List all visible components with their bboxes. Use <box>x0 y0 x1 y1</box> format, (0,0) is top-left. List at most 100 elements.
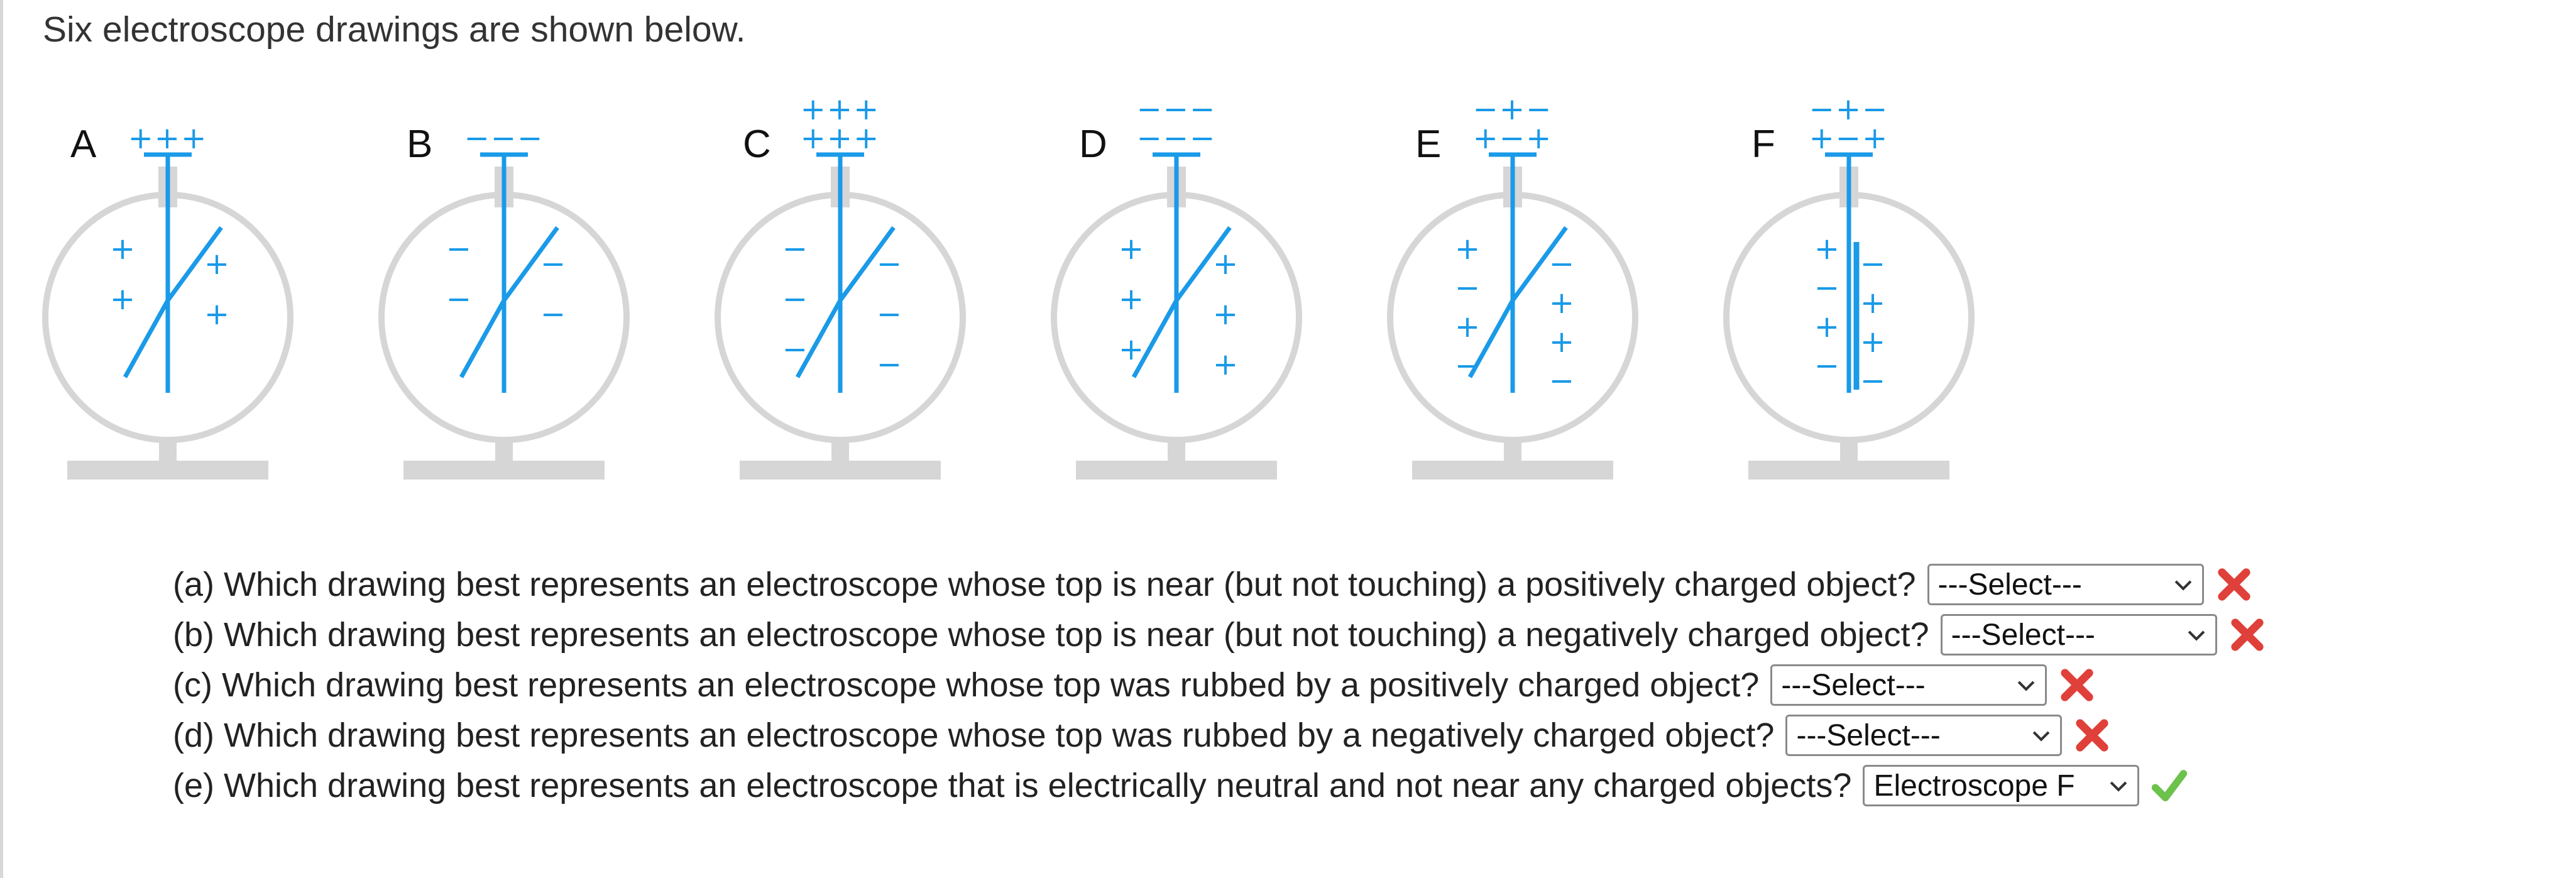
leaf-right <box>502 226 559 302</box>
intro-text: Six electroscope drawings are shown belo… <box>43 9 746 50</box>
answer-dropdown-d-wrap: ---Select--- <box>1785 715 2063 757</box>
leaf-left <box>1131 299 1179 378</box>
electroscope-stem <box>159 437 177 465</box>
question-text-b: (b) Which drawing best represents an ele… <box>173 616 1929 654</box>
leaf-charge: − <box>877 246 902 282</box>
leaf-charge: − <box>1860 363 1885 398</box>
electroscope-label: C <box>743 123 771 166</box>
leaf-charge: − <box>782 282 808 317</box>
answer-dropdown-d[interactable]: ---Select--- <box>1785 715 2063 757</box>
electroscope-c: C++++++−−−−−− <box>715 94 966 480</box>
top-charge-row: +++ <box>801 94 880 127</box>
electroscope-stem <box>831 437 849 465</box>
leaf-left <box>459 299 507 378</box>
leaf-right <box>1175 226 1232 302</box>
leaf-charge: − <box>540 246 566 282</box>
leaf-charge: − <box>540 297 566 332</box>
electroscope-e: E−+−+−++−+−−++− <box>1387 94 1638 480</box>
leaf-charge: + <box>110 231 135 266</box>
electroscope-stem <box>1840 437 1858 465</box>
question-list: (a) Which drawing best represents an ele… <box>173 559 2267 811</box>
question-row-d: (d) Which drawing best represents an ele… <box>173 710 2267 760</box>
leaf-charge: − <box>1455 348 1480 383</box>
top-charge-row: −−− <box>1137 121 1217 156</box>
leaf-charge: + <box>1860 324 1885 359</box>
question-text-c: (c) Which drawing best represents an ele… <box>173 666 1760 704</box>
answer-dropdown-e-wrap: Electroscope F <box>1863 765 2140 807</box>
leaf-charge: + <box>204 246 229 282</box>
top-charge-row: +−+ <box>1473 121 1553 156</box>
answer-dropdown-b[interactable]: ---Select--- <box>1940 614 2217 656</box>
electroscope-a: A+++++++ <box>42 121 293 480</box>
leaf-left <box>795 299 843 378</box>
leaf-charge: + <box>1860 285 1885 321</box>
x-mark-icon <box>2076 719 2109 752</box>
question-text-d: (d) Which drawing best represents an ele… <box>173 716 1775 754</box>
question-text-a: (a) Which drawing best represents an ele… <box>173 566 1916 603</box>
leaf-charge: − <box>1860 246 1885 282</box>
leaf-charge: − <box>782 231 808 266</box>
electroscope-stem <box>1168 437 1185 465</box>
leaf-charge: + <box>1549 285 1574 321</box>
electroscope-figure: A+++++++B−−−−−−−C++++++−−−−−−D−−−−−−++++… <box>42 94 1975 480</box>
leaf-charge: + <box>1119 231 1144 266</box>
leaf-charge: − <box>446 231 471 266</box>
leaf-right <box>1511 226 1568 302</box>
top-charge-row: +++ <box>128 121 208 156</box>
answer-dropdown-a-wrap: ---Select--- <box>1927 564 2204 606</box>
leaf-right <box>166 226 223 302</box>
top-charge-row: +−+ <box>1809 121 1889 156</box>
electroscope-b: B−−−−−−− <box>378 121 630 480</box>
electroscope-d: D−−−−−−++++++ <box>1051 94 1302 480</box>
x-mark-icon <box>2217 568 2250 601</box>
answer-dropdown-b-wrap: ---Select--- <box>1940 614 2217 656</box>
answer-dropdown-c-wrap: ---Select--- <box>1770 664 2047 706</box>
leaf-charge: + <box>1119 282 1144 317</box>
check-mark-icon <box>2152 770 2188 801</box>
leaf-charge: − <box>782 332 808 367</box>
question-row-c: (c) Which drawing best represents an ele… <box>173 660 2267 710</box>
question-row-e: (e) Which drawing best represents an ele… <box>173 760 2267 811</box>
electroscope-stem <box>1504 437 1521 465</box>
electroscope-base <box>67 461 268 480</box>
electroscope-label: F <box>1751 123 1775 166</box>
electroscope-label: E <box>1415 123 1441 166</box>
electroscope-base <box>1748 461 1949 480</box>
top-charge-row: −−− <box>464 121 544 156</box>
x-mark-icon <box>2230 618 2264 651</box>
leaf-charge: + <box>110 282 135 317</box>
x-mark-icon <box>2061 669 2093 701</box>
question-row-b: (b) Which drawing best represents an ele… <box>173 610 2267 660</box>
top-charge-row: −−− <box>1137 94 1217 127</box>
electroscope-label: D <box>1079 123 1107 166</box>
top-charge-row: −+− <box>1473 94 1553 127</box>
electroscope-f: F−+−+−++−+−−++− <box>1723 94 1975 480</box>
leaf-charge: + <box>1119 332 1144 367</box>
leaf-charge: + <box>1814 309 1839 344</box>
leaf-charge: + <box>1455 309 1480 344</box>
electroscope-base <box>403 461 605 480</box>
electroscope-label: A <box>70 123 97 166</box>
question-text-e: (e) Which drawing best represents an ele… <box>173 767 1852 804</box>
leaf-left <box>123 299 170 378</box>
leaf-charge: − <box>446 282 471 317</box>
leaf-right <box>838 226 896 302</box>
leaf-charge: − <box>1814 270 1839 305</box>
top-charge-row: +++ <box>801 121 880 156</box>
answer-dropdown-a[interactable]: ---Select--- <box>1927 564 2204 606</box>
answer-dropdown-c[interactable]: ---Select--- <box>1770 664 2047 706</box>
leaf-charge: + <box>1213 246 1238 282</box>
leaf-charge: + <box>1814 231 1839 266</box>
leaf-charge: − <box>1455 270 1480 305</box>
leaf-charge: + <box>204 297 229 332</box>
leaf-charge: − <box>1814 348 1839 383</box>
leaf-charge: + <box>1455 231 1480 266</box>
electroscope-label: B <box>407 123 432 166</box>
leaf-charge: − <box>1549 363 1574 398</box>
leaf-charge: − <box>877 297 902 332</box>
top-charge-row: −+− <box>1809 94 1889 127</box>
page-left-border <box>0 0 3 878</box>
answer-dropdown-e[interactable]: Electroscope F <box>1863 765 2140 807</box>
question-row-a: (a) Which drawing best represents an ele… <box>173 559 2267 610</box>
electroscope-base <box>1412 461 1613 480</box>
